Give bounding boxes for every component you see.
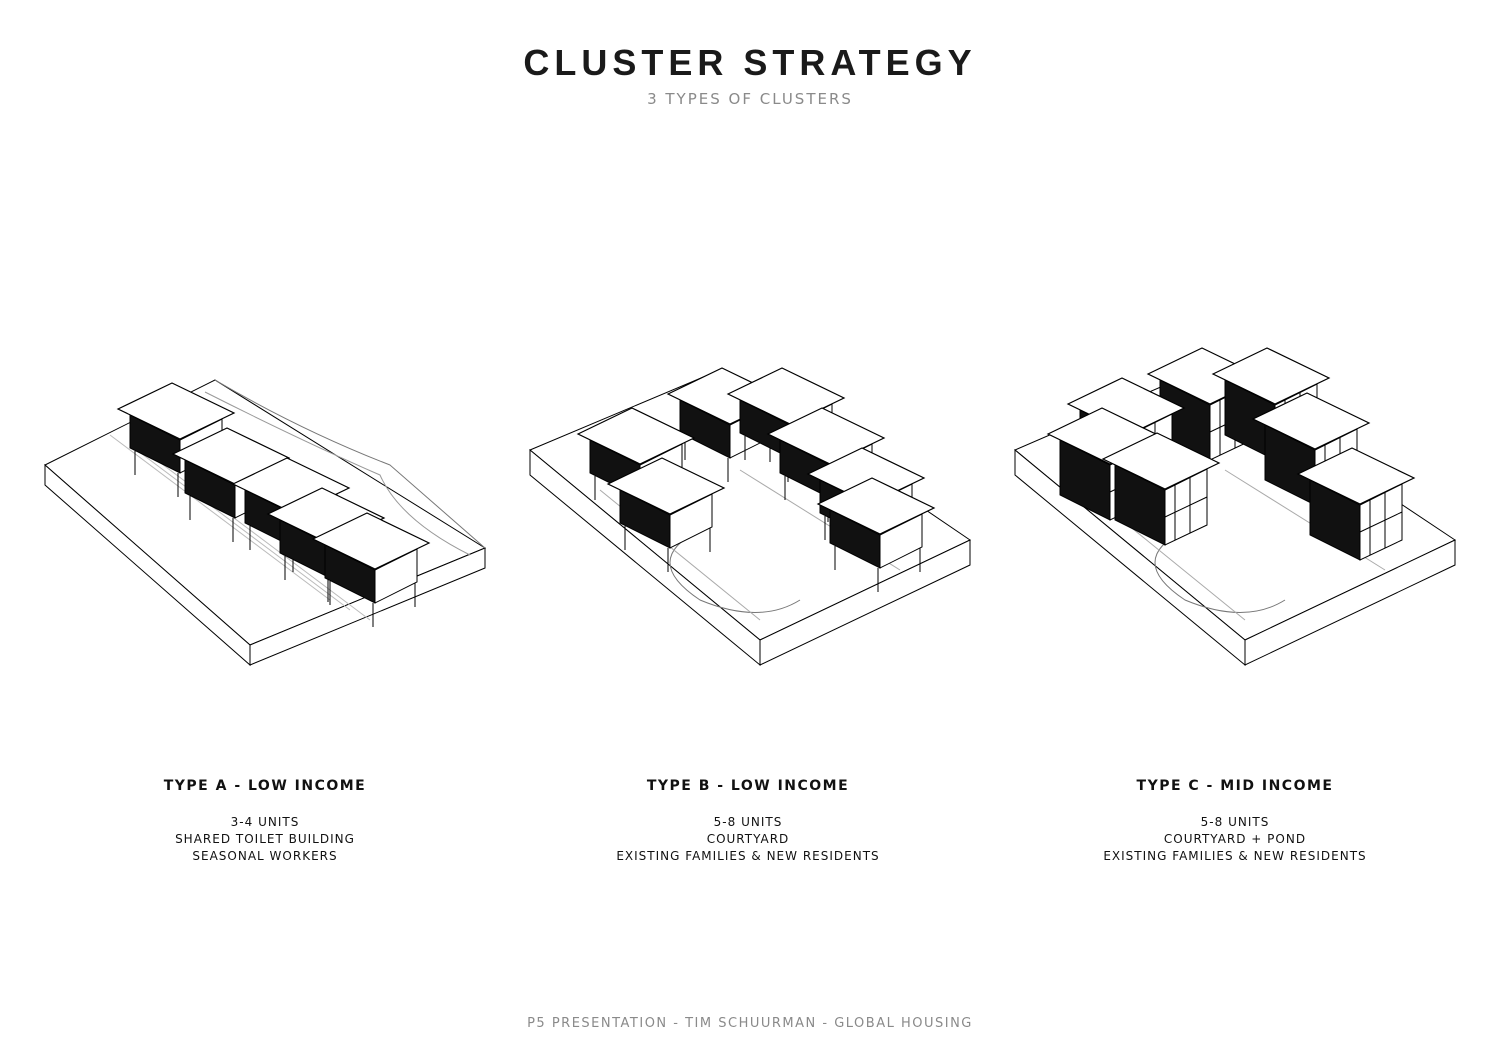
type-c-heading: TYPE C - MID INCOME <box>1136 778 1334 794</box>
type-a-line: 3-4 UNITS <box>230 815 300 829</box>
type-b-heading: TYPE B - LOW INCOME <box>646 778 850 794</box>
type-c-diagram <box>1014 347 1457 667</box>
type-b-line: 5-8 UNITS <box>713 815 783 829</box>
type-a-heading: TYPE A - LOW INCOME <box>163 778 367 794</box>
type-b-line: EXISTING FAMILIES & NEW RESIDENTS <box>616 849 880 863</box>
type-c-caption: TYPE C - MID INCOME 5-8 UNITS COURTYARD … <box>1035 778 1435 865</box>
type-b-caption: TYPE B - LOW INCOME 5-8 UNITS COURTYARD … <box>548 778 948 865</box>
page-subtitle: 3 TYPES OF CLUSTERS <box>647 90 853 108</box>
type-a-line: SEASONAL WORKERS <box>192 849 338 863</box>
type-c-line: EXISTING FAMILIES & NEW RESIDENTS <box>1103 849 1367 863</box>
type-c-line: COURTYARD + POND <box>1163 832 1307 846</box>
type-a-caption: TYPE A - LOW INCOME 3-4 UNITS SHARED TOI… <box>65 778 465 865</box>
type-a-line: SHARED TOILET BUILDING <box>175 832 355 846</box>
type-b-line: COURTYARD <box>706 832 790 846</box>
type-b-diagram <box>529 367 972 667</box>
page-title: CLUSTER STRATEGY <box>523 42 977 83</box>
type-a-diagram <box>44 379 487 667</box>
footer-credit: P5 PRESENTATION - TIM SCHUURMAN - GLOBAL… <box>527 1016 973 1031</box>
type-c-line: 5-8 UNITS <box>1200 815 1270 829</box>
